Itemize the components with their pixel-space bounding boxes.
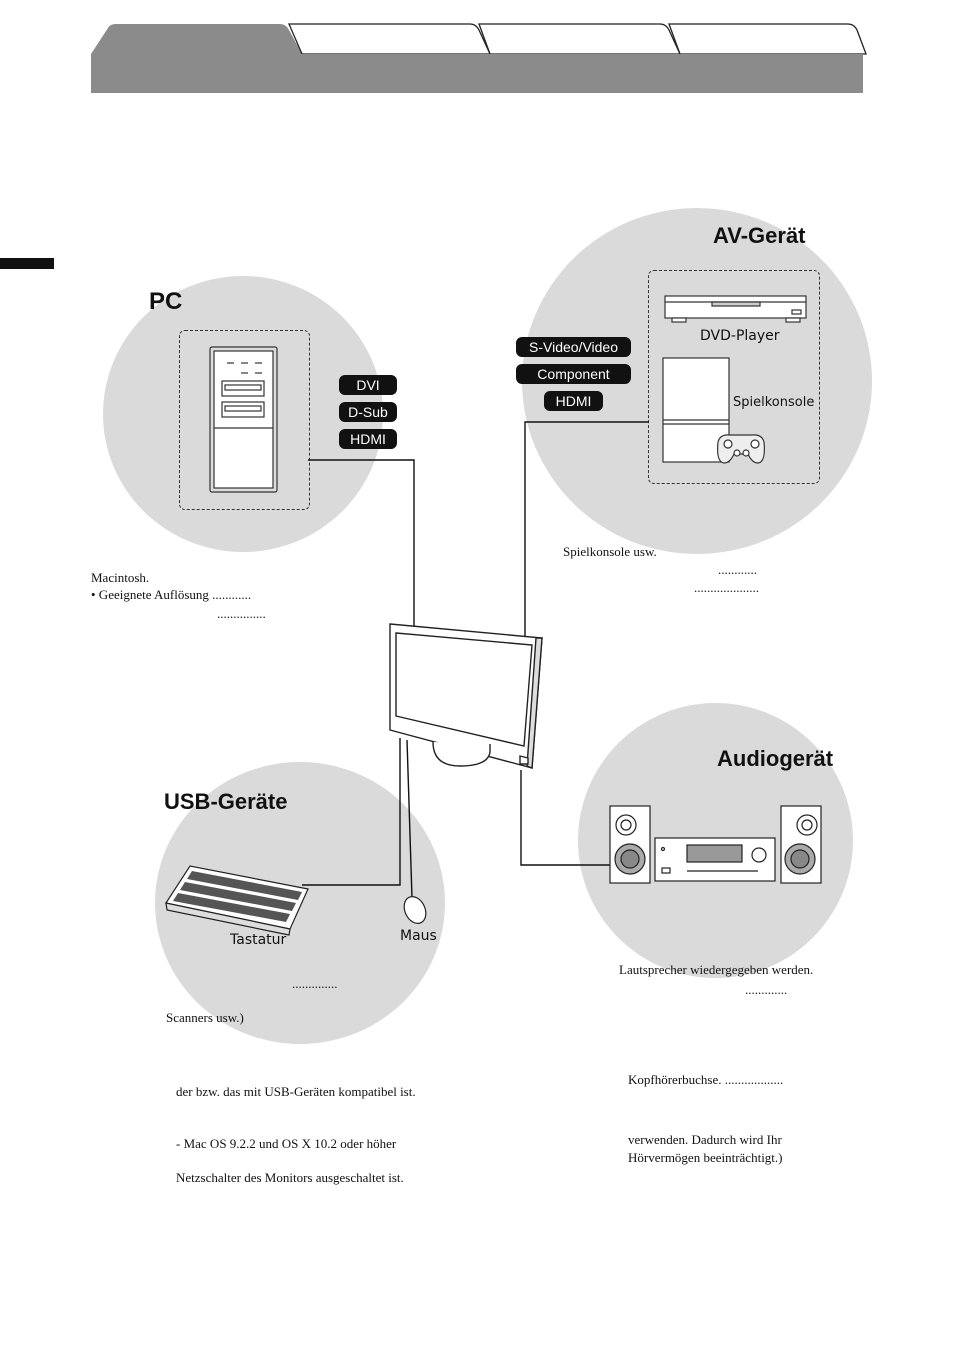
tab-strip [91, 23, 867, 55]
tab-1[interactable] [91, 24, 302, 54]
note-right-3: Hörvermögen beeinträchtigt.) [628, 1150, 783, 1165]
tab-2[interactable] [288, 23, 492, 55]
av-connector-hdmi: HDMI [544, 391, 603, 411]
mouse-illustration [403, 896, 427, 924]
usb-text-2: Scanners usw.) [166, 1010, 244, 1025]
audio-text-1: Lautsprecher wiedergegeben werden. [619, 962, 814, 977]
pc-title: PC [149, 288, 183, 315]
keyboard-illustration [165, 865, 309, 936]
pc-text-3: ............... [217, 606, 266, 621]
note-left-3: Netzschalter des Monitors ausgeschaltet … [176, 1170, 404, 1185]
note-left-2: - Mac OS 9.2.2 und OS X 10.2 oder höher [176, 1136, 397, 1151]
dvd-player-illustration [664, 295, 807, 323]
note-left-1: der bzw. das mit USB-Geräten kompatibel … [176, 1084, 416, 1099]
pc-text-2: • Geeignete Auflösung ............ [91, 587, 252, 602]
av-text-2: ............ [718, 562, 757, 577]
dvd-player-label: DVD-Player [700, 328, 780, 344]
header-bar [91, 54, 863, 93]
game-console-label: Spielkonsole [733, 395, 815, 410]
pc-text-1: Macintosh. [91, 570, 150, 585]
note-right-2: verwenden. Dadurch wird Ihr [628, 1132, 782, 1147]
monitor-illustration [389, 623, 543, 770]
pc-connector-hdmi: HDMI [339, 429, 397, 449]
usb-text-1: .............. [292, 976, 338, 991]
audio-system-illustration [609, 805, 822, 884]
game-console-illustration [662, 357, 765, 464]
pc-tower-illustration [209, 346, 278, 493]
av-text-1: Spielkonsole usw. [563, 544, 657, 559]
av-connector-component: Component [516, 364, 631, 384]
audio-cable [520, 770, 611, 866]
av-text-3: .................... [694, 580, 759, 595]
usb-title: USB-Geräte [164, 789, 288, 814]
audio-text-2: ............. [745, 982, 788, 997]
av-title: AV-Gerät [713, 223, 806, 248]
page-marker [0, 258, 54, 269]
note-right-1: Kopfhörerbuchse. .................. [628, 1072, 784, 1087]
pc-connector-dvi: DVI [339, 375, 397, 395]
pc-device-box [179, 330, 310, 510]
pc-connector-dsub: D-Sub [339, 402, 397, 422]
av-device-box [648, 270, 820, 484]
keyboard-label: Tastatur [230, 932, 287, 948]
pc-cable [308, 459, 415, 626]
mouse-label: Maus [400, 928, 437, 944]
mouse-cable [406, 739, 413, 899]
tab-4[interactable] [668, 23, 867, 55]
av-connector-svideo: S-Video/Video [516, 337, 631, 357]
tab-3[interactable] [478, 23, 682, 55]
av-cable [524, 421, 649, 636]
keyboard-cable [302, 738, 401, 886]
audio-title: Audiogerät [717, 746, 834, 771]
